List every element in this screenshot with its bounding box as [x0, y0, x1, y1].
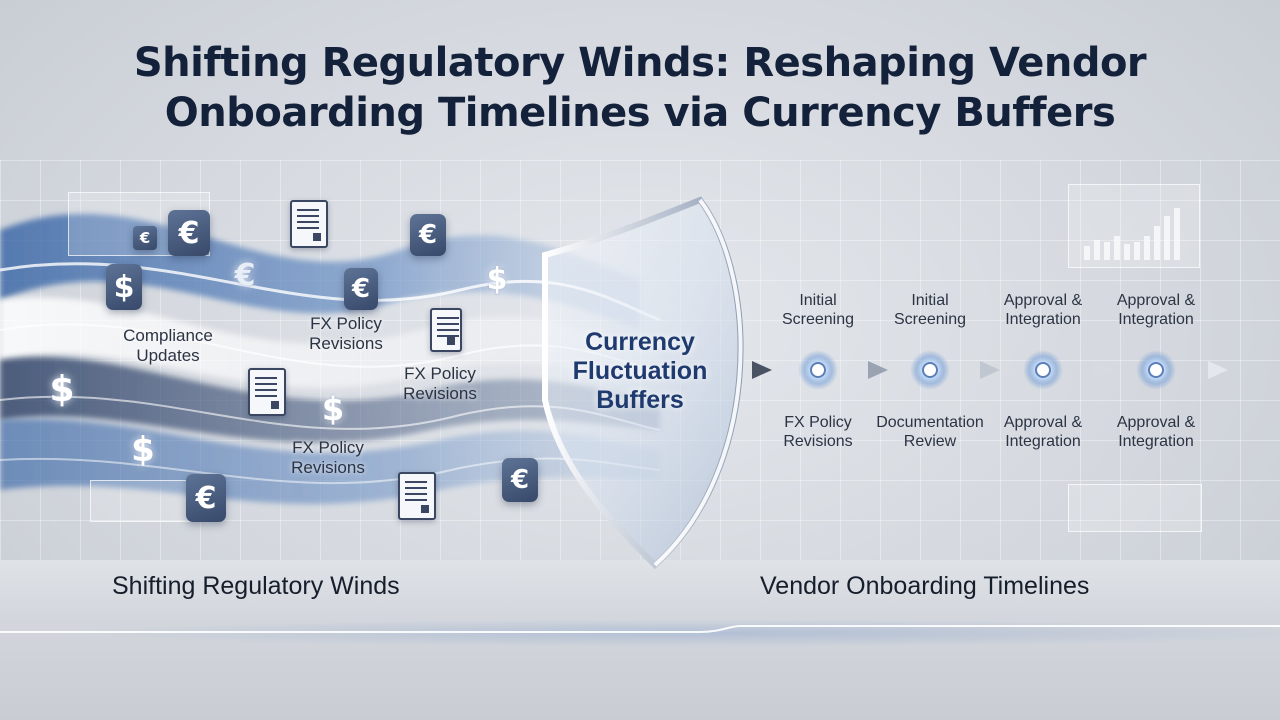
background-panel-right-bottom — [1068, 484, 1202, 532]
title-line-1: Shifting Regulatory Winds: Reshaping Ven… — [133, 40, 1147, 86]
euro-icon: € — [502, 458, 538, 502]
euro-icon: € — [133, 226, 157, 250]
floor-surface — [0, 560, 1280, 720]
timeline-nodes — [798, 350, 1176, 390]
dollar-icon: $ — [131, 430, 155, 470]
timeline-step-top-3: Approval &Integration — [1003, 292, 1083, 328]
document-icon — [398, 472, 436, 520]
dollar-icon: $ — [106, 264, 142, 310]
dollar-icon: $ — [486, 261, 508, 297]
euro-icon: € — [410, 214, 446, 256]
page-title: Shifting Regulatory Winds: Reshaping Ven… — [0, 38, 1280, 138]
title-line-2: Onboarding Timelines via Currency Buffer… — [164, 90, 1116, 136]
euro-icon: € — [344, 268, 378, 310]
footer-label-left: Shifting Regulatory Winds — [112, 572, 400, 600]
euro-icon: € — [234, 257, 256, 293]
timeline-step-bottom-3: Approval &Integration — [1003, 414, 1083, 450]
footer-label-right: Vendor Onboarding Timelines — [760, 572, 1090, 600]
dollar-icon: $ — [321, 390, 345, 428]
floor-line — [0, 625, 1280, 633]
euro-icon: € — [168, 210, 210, 256]
background-bar-chart — [1084, 208, 1180, 260]
timeline-step-bottom-4: Approval &Integration — [1116, 414, 1196, 450]
shield-label: Currency Fluctuation Buffers — [572, 328, 708, 414]
document-icon — [430, 308, 462, 352]
euro-icon: € — [186, 474, 226, 522]
shield-graphic — [542, 196, 744, 570]
document-icon — [290, 200, 328, 248]
document-icon — [248, 368, 286, 416]
dollar-icon: $ — [49, 368, 75, 410]
timeline-step-top-4: Approval &Integration — [1116, 292, 1196, 328]
